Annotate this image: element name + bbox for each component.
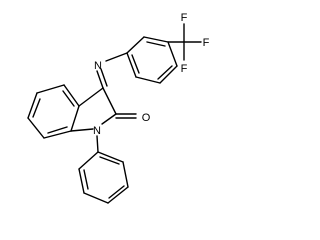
atom-label-n-ring: N — [93, 125, 101, 137]
bond — [101, 113, 117, 125]
bond — [96, 135, 99, 153]
bond — [32, 98, 41, 118]
bond — [47, 126, 68, 134]
bond — [97, 151, 124, 163]
bond — [83, 169, 89, 190]
bond — [131, 54, 140, 74]
bond — [27, 117, 45, 139]
bond — [100, 68, 108, 87]
bond — [126, 52, 137, 78]
bond — [43, 130, 72, 139]
atom-labels: N O N F F F — [93, 12, 210, 137]
bond — [107, 186, 129, 204]
bond — [83, 192, 109, 204]
atom-label-f-top: F — [181, 12, 188, 24]
bond — [70, 128, 94, 132]
bond — [157, 65, 173, 80]
bond — [108, 185, 125, 199]
bond — [159, 65, 178, 84]
bond — [27, 92, 38, 119]
bonds — [27, 23, 202, 204]
bond — [62, 90, 75, 107]
bond — [99, 156, 120, 165]
bond — [146, 41, 166, 47]
bond — [122, 161, 129, 188]
atom-label-n-imine: N — [94, 60, 102, 72]
bond — [167, 41, 178, 67]
bond — [105, 52, 128, 62]
atom-label-f-right: F — [203, 37, 210, 49]
bond — [126, 36, 145, 54]
bond — [78, 168, 85, 194]
bond — [70, 105, 80, 132]
bond — [102, 87, 117, 115]
bond — [78, 151, 99, 170]
molecule-structure: N O N F F F — [27, 12, 210, 204]
bond — [36, 84, 65, 94]
bond — [135, 76, 161, 84]
atom-label-o: O — [142, 112, 151, 124]
atom-label-f-bottom: F — [181, 63, 188, 75]
bond — [96, 70, 104, 89]
bond — [143, 36, 169, 43]
bond — [78, 87, 104, 107]
bond — [63, 84, 80, 107]
